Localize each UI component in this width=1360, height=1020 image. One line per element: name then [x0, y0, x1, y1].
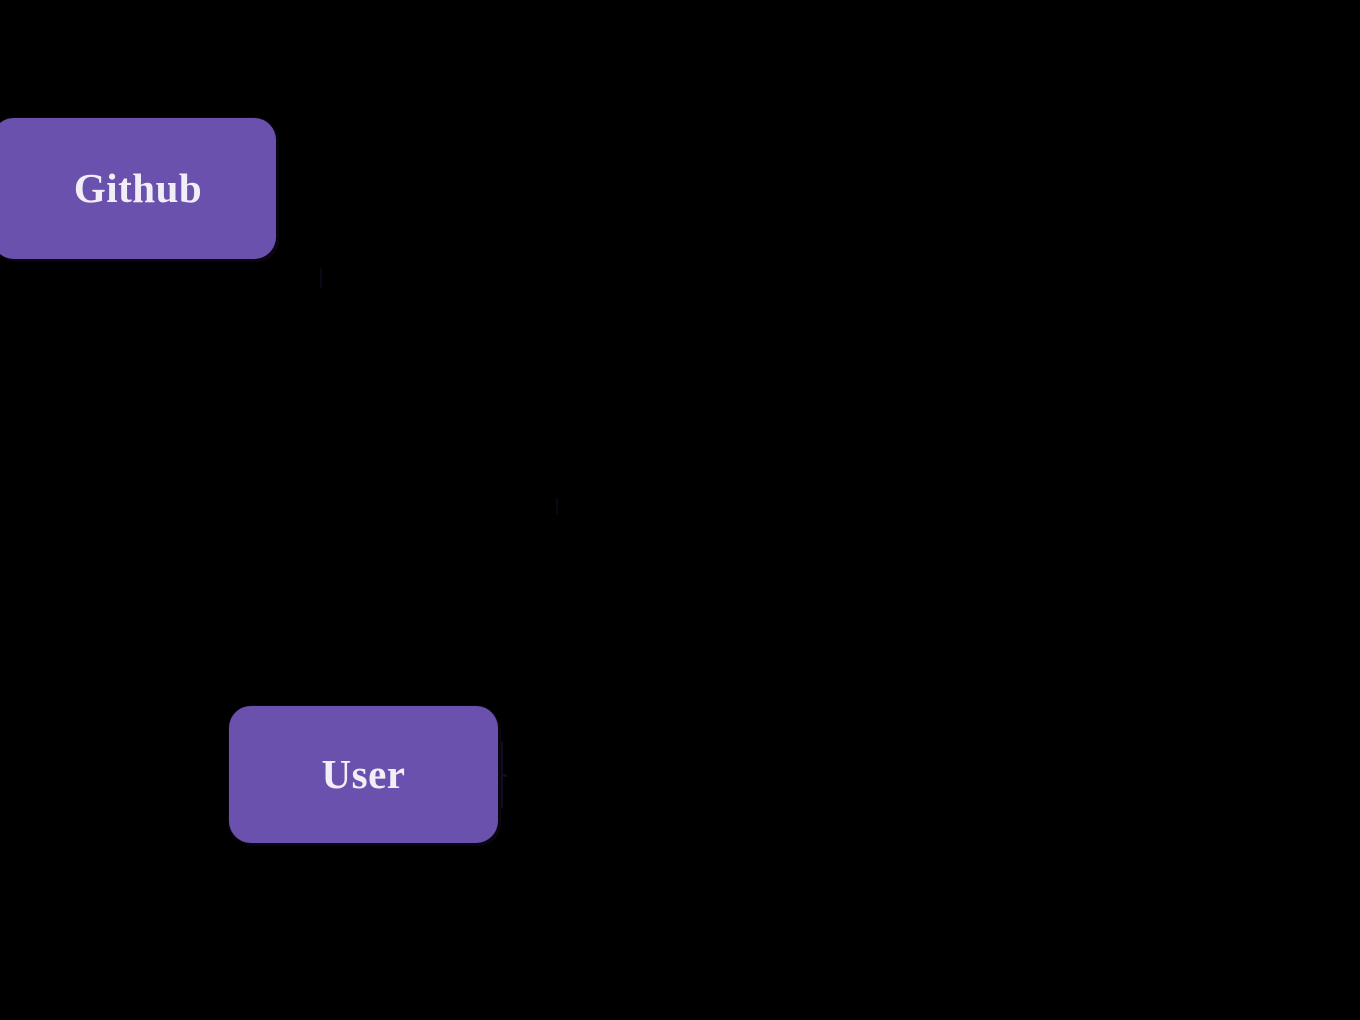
edge-github-bottom — [320, 268, 322, 288]
diagram-node-github-label: Github — [73, 165, 203, 211]
edge-mid-marker — [556, 498, 558, 514]
diagram-node-user-label: User — [321, 751, 406, 797]
diagram-node-github[interactable]: Github — [0, 118, 276, 259]
diagram-node-user[interactable]: User — [229, 706, 498, 843]
